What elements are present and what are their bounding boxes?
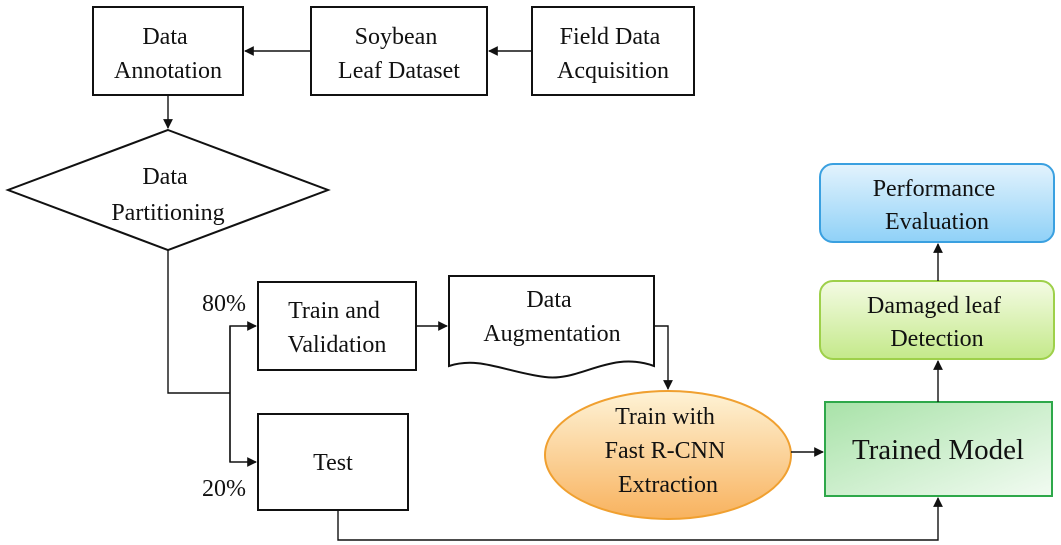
train-and-validation-label: Train and Validation [288,298,387,358]
split-80-label: 80% [202,291,246,317]
soybean-leaf-dataset-box [310,6,488,96]
train-fast-rcnn-ellipse [544,390,792,520]
field-data-acquisition-label: Field Data Acquisition [557,24,669,84]
arrow-augmentation-to-fast-rcnn [654,325,673,390]
arrow-test-to-trained-model [337,497,943,541]
test-box [257,413,409,511]
field-data-acquisition-box [531,6,695,96]
data-annotation-label: Data Annotation [114,24,222,84]
performance-evaluation-box [819,163,1055,243]
arrow-split-to-test [229,326,257,467]
data-partitioning-diamond [5,128,331,252]
data-augmentation-label: Data Augmentation [483,287,620,347]
trained-model-box [824,401,1053,497]
data-annotation-box [92,6,244,96]
arrow-split-to-train [229,321,257,462]
damaged-leaf-detection-box [819,280,1055,360]
soybean-leaf-dataset-label: Soybean Leaf Dataset [338,24,460,84]
performance-evaluation-label: Performance Evaluation [873,176,1002,235]
trained-model-label: Trained Model [852,434,1024,466]
test-label: Test [313,450,353,476]
damaged-leaf-detection-label: Damaged leaf Detection [867,293,1007,352]
line-partitioning-split [167,250,230,394]
data-augmentation-document [448,275,655,379]
split-20-label: 20% [202,476,246,502]
train-fast-rcnn-label: Train with Fast R-CNN Extraction [605,404,732,498]
data-partitioning-label: Data Partitioning [111,164,224,226]
